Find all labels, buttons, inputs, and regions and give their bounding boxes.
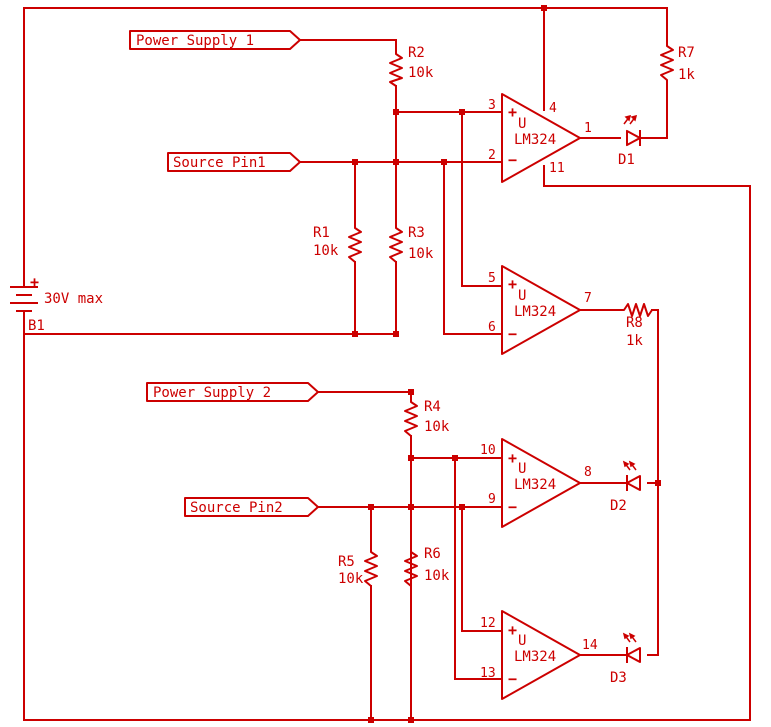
port-label: Power Supply 1: [136, 33, 254, 49]
pin-number: 3: [488, 98, 496, 113]
wires: [23, 7, 751, 721]
battery-ref: B1: [28, 318, 45, 334]
pin-number: 12: [480, 616, 496, 631]
opamp-a: + − U LM324 3 2 1 4 11: [488, 93, 592, 183]
resistor-r2: R2 10k: [389, 45, 434, 87]
resistor-value: 1k: [626, 333, 643, 349]
resistor-r4: R4 10k: [404, 398, 450, 437]
opamp-unit: U: [518, 288, 526, 304]
resistor-value: 10k: [424, 419, 450, 435]
svg-text:+: +: [508, 275, 517, 293]
opamp-part: LM324: [514, 477, 556, 493]
port-power-supply-2: Power Supply 2: [146, 382, 319, 402]
resistor-ref: R7: [678, 45, 695, 61]
resistor-value: 10k: [408, 65, 434, 81]
pin-number: 7: [584, 291, 592, 306]
opamp-unit: U: [518, 116, 526, 132]
port-label: Source Pin2: [190, 500, 283, 516]
led-d1: D1: [618, 114, 648, 168]
opamp-b: + − U LM324 5 6 7: [488, 265, 592, 355]
opamp-part: LM324: [514, 132, 556, 148]
port-power-supply-1: Power Supply 1: [129, 30, 301, 50]
svg-text:−: −: [508, 498, 517, 516]
svg-text:−: −: [508, 325, 517, 343]
opamp-c: + − U LM324 10 9 8: [480, 438, 592, 528]
pin-number: 1: [584, 121, 592, 136]
resistor-ref: R6: [424, 546, 441, 562]
resistor-r6: R6 10k: [404, 546, 450, 587]
pin-number: 5: [488, 271, 496, 286]
battery-value: 30V max: [44, 291, 103, 307]
resistor-r5: R5 10k: [338, 548, 378, 587]
diode-ref: D3: [610, 670, 627, 686]
resistor-value: 10k: [408, 246, 434, 262]
junction-dots: [352, 5, 661, 723]
port-label: Source Pin1: [173, 155, 266, 171]
svg-text:+: +: [508, 449, 517, 467]
resistor-r3: R3 10k: [389, 224, 434, 263]
resistor-ref: R4: [424, 399, 441, 415]
port-source-pin1: Source Pin1: [167, 152, 301, 172]
opamp-part: LM324: [514, 304, 556, 320]
port-label: Power Supply 2: [153, 385, 271, 401]
pin-number: 9: [488, 492, 496, 507]
opamp-unit: U: [518, 633, 526, 649]
port-source-pin2: Source Pin2: [184, 497, 319, 517]
pin-number: 10: [480, 443, 496, 458]
resistor-r7: R7 1k: [660, 42, 695, 86]
led-d2: D2: [610, 460, 641, 514]
opamp-unit: U: [518, 461, 526, 477]
opamp-d: + − U LM324 12 13 14: [480, 610, 598, 700]
pin-number: 6: [488, 320, 496, 335]
resistor-value: 10k: [424, 568, 450, 584]
opamp-part: LM324: [514, 649, 556, 665]
diode-ref: D2: [610, 498, 627, 514]
resistor-value: 10k: [313, 243, 339, 259]
pin-number: 2: [488, 148, 496, 163]
resistor-ref: R5: [338, 554, 355, 570]
svg-text:−: −: [508, 670, 517, 688]
svg-text:+: +: [508, 103, 517, 121]
svg-text:−: −: [508, 151, 517, 169]
resistor-ref: R3: [408, 225, 425, 241]
diode-ref: D1: [618, 152, 635, 168]
battery-b1: + 30V max B1: [10, 273, 103, 334]
resistor-r1: R1 10k: [313, 224, 362, 263]
resistor-ref: R2: [408, 45, 425, 61]
resistor-value: 10k: [338, 571, 364, 587]
pin-number: 4: [549, 101, 557, 116]
resistor-ref: R1: [313, 225, 330, 241]
pin-number: 11: [549, 161, 565, 176]
svg-text:+: +: [508, 621, 517, 639]
resistor-ref: R8: [626, 315, 643, 331]
battery-plus-sign: +: [30, 273, 39, 291]
pin-number: 13: [480, 666, 496, 681]
led-d3: D3: [610, 632, 641, 686]
pin-number: 8: [584, 465, 592, 480]
resistor-r8: R8 1k: [620, 303, 653, 349]
pin-number: 14: [582, 638, 598, 653]
resistor-value: 1k: [678, 67, 695, 83]
